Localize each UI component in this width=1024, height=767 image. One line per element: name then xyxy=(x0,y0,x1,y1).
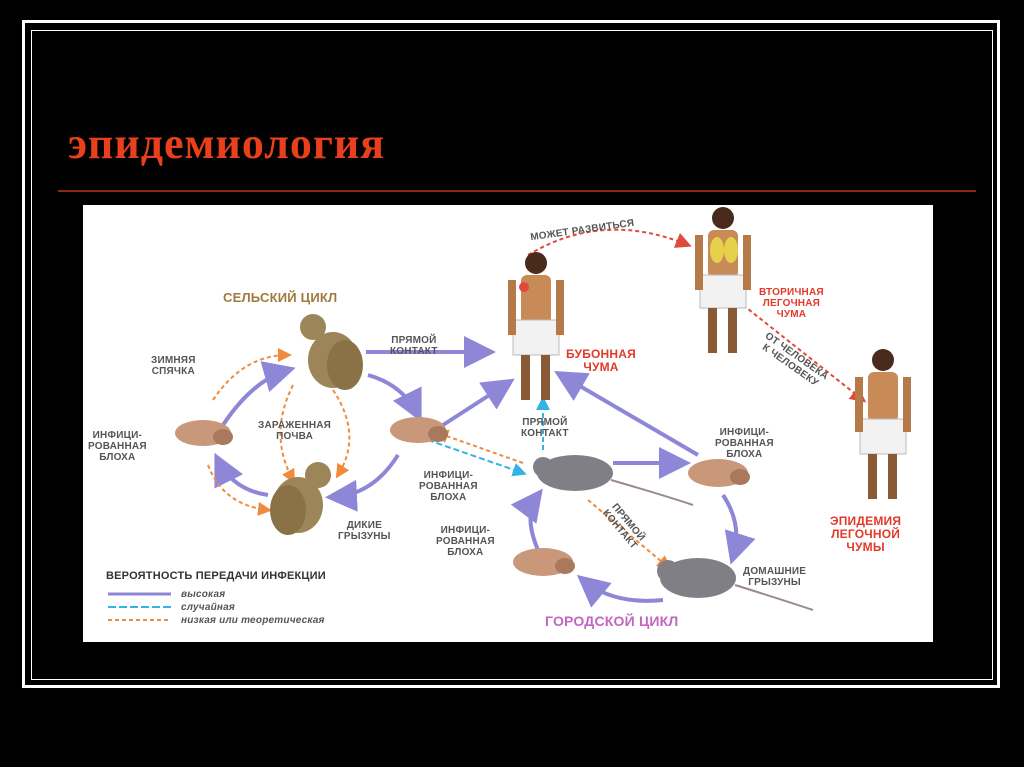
diagram-graphics xyxy=(108,207,911,621)
arrow-flea-to-human xyxy=(441,378,515,427)
rat-center xyxy=(533,455,694,506)
arrow-flea-to-rodent-bottom xyxy=(325,453,400,512)
label-rural-cycle: СЕЛЬСКИЙ ЦИКЛ xyxy=(223,290,338,305)
arrow-flea-bottom-to-rat xyxy=(510,488,543,551)
flea-left xyxy=(175,420,233,446)
flea-right xyxy=(688,459,750,487)
legend-item-accidental: случайная xyxy=(181,602,236,613)
arrow-accidental-2 xyxy=(434,429,524,464)
human-bubonic xyxy=(508,252,564,400)
legend-title: ВЕРОЯТНОСТЬ ПЕРЕДАЧИ ИНФЕКЦИИ xyxy=(106,570,326,582)
arrow-soil-1 xyxy=(279,384,295,484)
rat-domestic xyxy=(657,558,814,611)
human-epidemic xyxy=(855,349,911,499)
flea-center xyxy=(390,417,448,443)
slide-inner-frame xyxy=(31,30,993,680)
arrow-flea-to-human-right xyxy=(554,370,700,457)
arrow-low-bottom xyxy=(207,464,272,516)
arrow-direct-contact-diag xyxy=(587,499,672,570)
flea-bottom xyxy=(513,548,575,576)
arrow-person-to-person xyxy=(742,304,867,403)
arrow-rodent-to-flea-right xyxy=(367,373,422,423)
arrow-flea-to-rodent-top xyxy=(221,361,296,427)
arrow-soil-2 xyxy=(332,389,351,479)
arrow-flea-to-domestic xyxy=(721,493,756,565)
slide-outer-frame xyxy=(22,20,1000,688)
label-urban-cycle: ГОРОДСКОЙ ЦИКЛ xyxy=(545,613,679,629)
slide-title: эпидемиология xyxy=(68,119,386,168)
human-secondary xyxy=(695,207,751,353)
arrow-hibernation xyxy=(212,348,292,401)
arrow-accidental xyxy=(427,439,527,477)
title-underline xyxy=(58,190,976,192)
arrow-rodent-to-flea-left xyxy=(214,452,269,497)
ground-squirrel-top xyxy=(300,314,363,390)
ground-squirrel-bottom xyxy=(270,462,331,535)
legend-item-low: низкая или теоретическая xyxy=(181,615,325,626)
legend-item-high: высокая xyxy=(181,589,226,600)
arrow-domestic-to-flea-bottom xyxy=(576,574,664,608)
